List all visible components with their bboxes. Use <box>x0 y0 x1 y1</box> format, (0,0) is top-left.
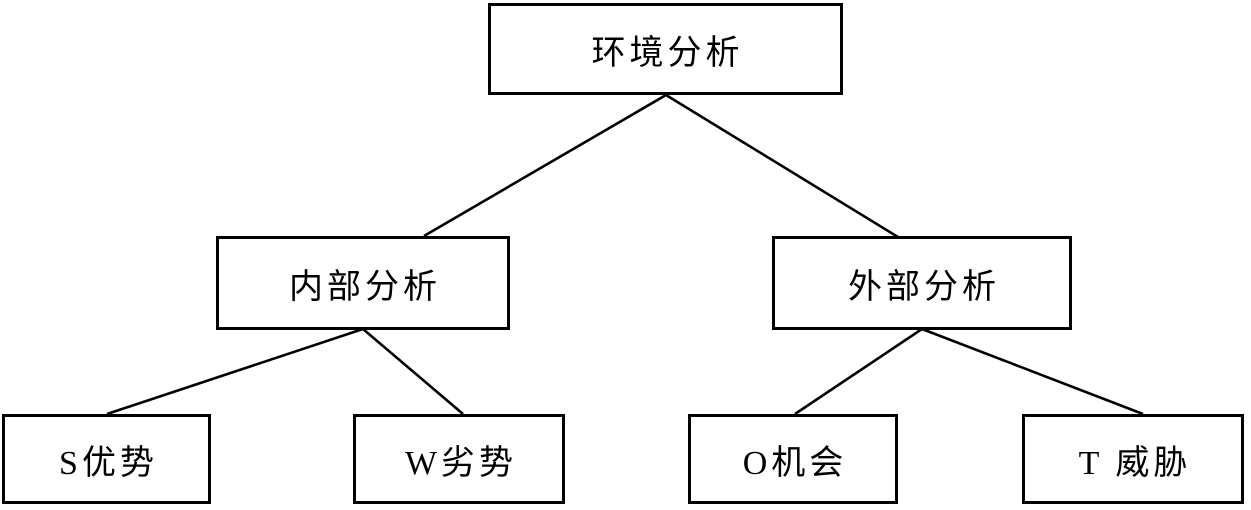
connector-root-internal <box>423 93 667 238</box>
node-threats: T 威胁 <box>1022 414 1244 504</box>
node-opportunities-label: O机会 <box>742 444 848 482</box>
node-strengths-label: S优势 <box>59 444 158 482</box>
node-environment-analysis: 环境分析 <box>488 3 843 95</box>
connector-external-opportunities <box>794 327 923 416</box>
node-opportunities: O机会 <box>688 414 898 504</box>
node-strengths: S优势 <box>2 414 211 504</box>
node-environment-analysis-label: 环境分析 <box>591 34 744 72</box>
node-external-analysis: 外部分析 <box>772 236 1072 330</box>
node-internal-analysis: 内部分析 <box>216 236 510 330</box>
node-threats-label: T 威胁 <box>1078 444 1192 482</box>
node-weaknesses-label: W劣势 <box>404 444 518 482</box>
connector-internal-strengths <box>106 327 364 416</box>
connector-external-threats <box>921 327 1144 416</box>
connector-root-external <box>665 93 899 239</box>
node-weaknesses: W劣势 <box>353 414 565 504</box>
node-internal-analysis-label: 内部分析 <box>289 268 441 306</box>
node-external-analysis-label: 外部分析 <box>848 268 1000 306</box>
connector-internal-weaknesses <box>362 328 464 415</box>
